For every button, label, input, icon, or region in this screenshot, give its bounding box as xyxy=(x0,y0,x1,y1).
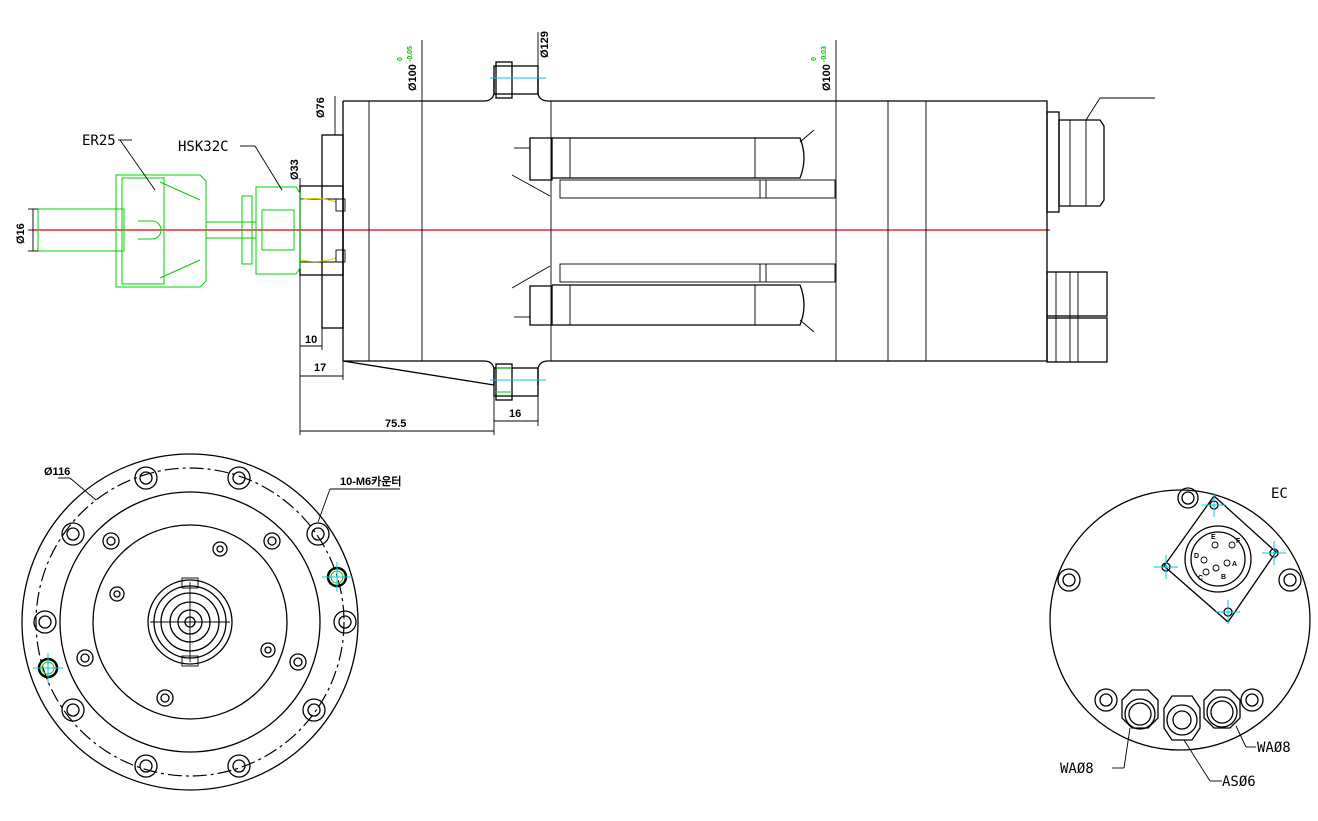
dim-d100-left-tol-lower: -0.05 xyxy=(407,46,414,62)
rear-fittings xyxy=(1121,689,1241,741)
dim-d76: Ø76 xyxy=(315,97,327,118)
spindle-side-view: ER25 HSK32C Ø16 Ø33 Ø76 Ø129 Ø100 0 -0.0… xyxy=(15,31,1155,435)
spindle-front-view: Ø116 10-M6카운터 xyxy=(21,453,402,791)
pin-d: D xyxy=(1194,553,1199,560)
dim-d100-left: Ø100 xyxy=(407,64,419,91)
wa8-right-label: WAØ8 xyxy=(1257,740,1291,756)
dim-len-10: 10 xyxy=(305,334,317,346)
wa8-left-label: WAØ8 xyxy=(1060,761,1094,777)
dim-d116: Ø116 xyxy=(44,466,70,478)
dim-len-75-5: 75.5 xyxy=(385,418,406,430)
spindle-rear-view: E F A B C D xyxy=(1049,486,1311,790)
dim-d129: Ø129 xyxy=(539,31,551,58)
spindle-housing xyxy=(299,61,1155,401)
dim-d16: Ø16 xyxy=(15,223,27,244)
side-view-dimensions xyxy=(28,32,837,435)
pin-c: C xyxy=(1198,575,1203,582)
pin-e: E xyxy=(1211,534,1216,541)
counterbore-label: 10-M6카운터 xyxy=(340,474,402,488)
dim-d100-left-tol-upper: 0 xyxy=(397,57,404,61)
front-inner-holes xyxy=(76,532,307,707)
dim-d100-right-tol-lower: -0.03 xyxy=(821,46,828,62)
tool-holder-er25 xyxy=(37,174,301,288)
er25-label: ER25 xyxy=(82,133,116,149)
dim-len-16: 16 xyxy=(509,408,521,420)
pin-a: A xyxy=(1232,561,1237,568)
dim-d33: Ø33 xyxy=(289,159,301,180)
dim-d100-right-tol-upper: 0 xyxy=(811,57,818,61)
pin-b: B xyxy=(1221,574,1226,581)
pin-f: F xyxy=(1236,538,1241,545)
dim-d100-right: Ø100 xyxy=(821,64,833,91)
hsk32c-label: HSK32C xyxy=(178,139,229,155)
front-bolt-holes xyxy=(33,466,357,778)
ec-label: EC xyxy=(1271,486,1288,502)
dim-len-17: 17 xyxy=(314,362,326,374)
ec-connector: E F A B C D xyxy=(1154,493,1286,624)
as6-label: ASØ6 xyxy=(1222,774,1256,790)
